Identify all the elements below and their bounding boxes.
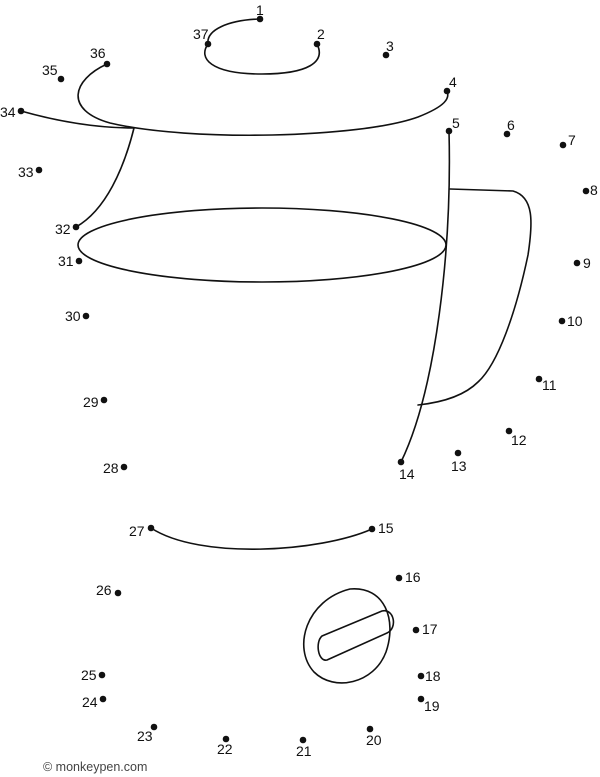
- dot-number-22: 22: [217, 741, 233, 757]
- lid-knob-outline: [203, 18, 320, 75]
- puzzle-dot-9: [573, 259, 581, 267]
- puzzle-dot-31: [75, 257, 83, 265]
- dot-number-28: 28: [103, 460, 119, 476]
- copyright-credit: © monkeypen.com: [43, 760, 147, 774]
- dot-number-11: 11: [542, 377, 557, 393]
- dot-number-15: 15: [378, 520, 394, 536]
- puzzle-dot-4: [443, 87, 451, 95]
- water-level-ellipse: [77, 207, 447, 283]
- dot-number-8: 8: [590, 182, 598, 198]
- dot-number-37: 37: [193, 26, 209, 42]
- puzzle-dot-23: [150, 723, 158, 731]
- dot-number-2: 2: [317, 26, 325, 42]
- lid-edge-line: [20, 110, 135, 129]
- dot-number-10: 10: [567, 313, 583, 329]
- puzzle-dot-11: [535, 375, 543, 383]
- puzzle-dot-7: [559, 141, 567, 149]
- dot-number-16: 16: [405, 569, 421, 585]
- dot-number-30: 30: [65, 308, 81, 324]
- puzzle-dot-13: [454, 449, 462, 457]
- control-dial-outline: [302, 588, 391, 684]
- puzzle-dot-20: [366, 725, 374, 733]
- puzzle-dot-28: [120, 463, 128, 471]
- puzzle-dot-2: [313, 40, 321, 48]
- dot-number-26: 26: [96, 582, 112, 598]
- puzzle-dot-32: [72, 223, 80, 231]
- puzzle-dot-36: [103, 60, 111, 68]
- dot-number-18: 18: [425, 668, 441, 684]
- dot-number-5: 5: [452, 115, 460, 131]
- dot-number-6: 6: [507, 117, 515, 133]
- puzzle-dot-14: [397, 458, 405, 466]
- puzzle-dot-33: [35, 166, 43, 174]
- puzzle-dot-34: [17, 107, 25, 115]
- base-curve: [150, 527, 373, 550]
- puzzle-dot-16: [395, 574, 403, 582]
- puzzle-dot-25: [98, 671, 106, 679]
- dot-number-7: 7: [568, 132, 576, 148]
- puzzle-dot-37: [204, 40, 212, 48]
- dot-number-33: 33: [18, 164, 34, 180]
- dot-number-24: 24: [82, 694, 98, 710]
- puzzle-dot-3: [382, 51, 390, 59]
- dot-number-4: 4: [449, 74, 457, 90]
- dot-number-20: 20: [366, 732, 382, 748]
- dot-number-23: 23: [137, 728, 153, 744]
- puzzle-dot-27: [147, 524, 155, 532]
- body-right-edge: [400, 130, 451, 463]
- puzzle-dot-24: [99, 695, 107, 703]
- dot-number-12: 12: [511, 432, 527, 448]
- dot-number-25: 25: [81, 667, 97, 683]
- lid-outline: [77, 63, 449, 137]
- puzzle-dot-17: [412, 626, 420, 634]
- dot-number-34: 34: [0, 104, 16, 120]
- dot-number-21: 21: [296, 743, 312, 759]
- dot-number-31: 31: [58, 253, 74, 269]
- handle-outline: [417, 188, 532, 406]
- puzzle-dot-18: [417, 672, 425, 680]
- puzzle-dot-21: [299, 736, 307, 744]
- puzzle-dot-30: [82, 312, 90, 320]
- puzzle-dot-6: [503, 130, 511, 138]
- kettle-outline: [20, 18, 532, 684]
- puzzle-dot-19: [417, 695, 425, 703]
- puzzle-dot-8: [582, 187, 590, 195]
- puzzle-dot-15: [368, 525, 376, 533]
- dot-number-35: 35: [42, 62, 58, 78]
- dot-number-36: 36: [90, 45, 106, 61]
- puzzle-dots: 1 2 3 4 5 6 7 8 9 10 11 12 13 14 15 16 1: [0, 2, 598, 759]
- dot-number-17: 17: [422, 621, 438, 637]
- puzzle-dot-12: [505, 427, 513, 435]
- dot-number-3: 3: [386, 38, 394, 54]
- puzzle-dot-5: [445, 127, 453, 135]
- puzzle-dot-1: [256, 15, 264, 23]
- dot-number-32: 32: [55, 221, 71, 237]
- spout-outline: [75, 127, 135, 228]
- puzzle-dot-10: [558, 317, 566, 325]
- dot-number-19: 19: [424, 698, 440, 714]
- dot-number-1: 1: [256, 2, 264, 18]
- dot-number-29: 29: [83, 394, 99, 410]
- dial-switch-outline: [317, 610, 395, 661]
- dot-number-13: 13: [451, 458, 467, 474]
- puzzle-dot-35: [57, 75, 65, 83]
- dot-number-14: 14: [399, 466, 415, 482]
- puzzle-dot-26: [114, 589, 122, 597]
- dot-number-27: 27: [129, 523, 145, 539]
- puzzle-dot-22: [222, 735, 230, 743]
- puzzle-dot-29: [100, 396, 108, 404]
- dot-number-9: 9: [583, 255, 591, 271]
